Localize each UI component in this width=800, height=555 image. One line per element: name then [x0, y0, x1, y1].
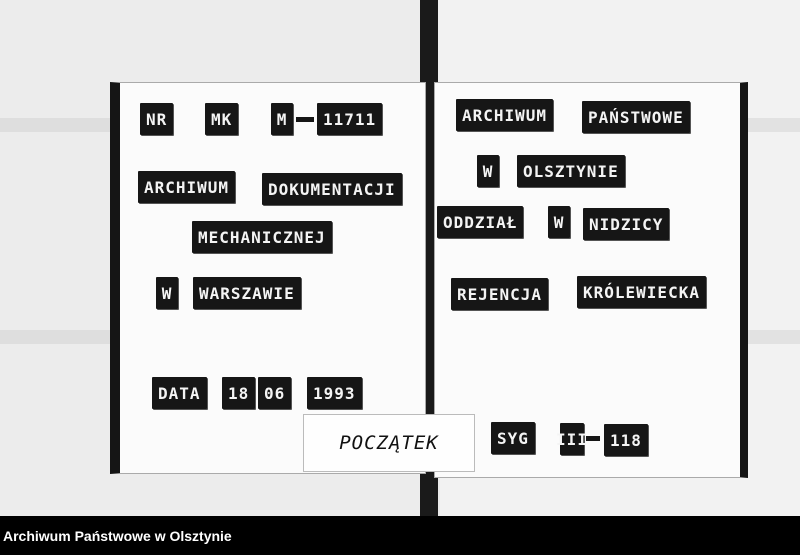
tile-mk: MK — [205, 103, 239, 135]
tile-archive: ARCHIWUM — [138, 171, 236, 203]
tile-sig-number: 118 — [604, 424, 648, 456]
footer-bar: Archiwum Państwowe w Olsztynie — [0, 516, 800, 555]
tile-nr: NR — [140, 103, 174, 135]
tile-w2: W — [548, 206, 570, 238]
tile-number: 11711 — [317, 103, 383, 135]
tile-year: 1993 — [307, 377, 362, 409]
tile-archive-right: ARCHIWUM — [456, 99, 554, 131]
tile-nidzica: NIDZICY — [583, 208, 670, 240]
scanned-image: NR MK M 11711 ARCHIWUM DOKUMENTACJI MECH… — [0, 0, 800, 516]
tile-regency: REJENCJA — [451, 278, 549, 310]
tile-city: WARSZAWIE — [193, 277, 301, 309]
tile-day: 18 — [222, 377, 256, 409]
tile-branch: ODDZIAŁ — [437, 206, 524, 238]
tile-m: M — [271, 103, 293, 135]
tile-syg: SYG — [491, 422, 535, 454]
tile-roman: III — [556, 423, 587, 455]
dash — [296, 117, 314, 122]
tile-month: 06 — [258, 377, 292, 409]
tile-date-label: DATA — [152, 377, 207, 409]
tile-w: W — [156, 277, 178, 309]
tile-olsztyn: OLSZTYNIE — [517, 155, 625, 187]
footer-text: Archiwum Państwowe w Olsztynie — [3, 527, 232, 544]
tile-mechanical: MECHANICZNEJ — [192, 221, 332, 253]
label-poczatek: POCZĄTEK — [303, 414, 475, 472]
dash — [586, 436, 600, 441]
tile-state: PAŃSTWOWE — [582, 101, 690, 133]
tile-documentation: DOKUMENTACJI — [262, 173, 402, 205]
tile-w1: W — [477, 155, 499, 187]
tile-koenigsberg: KRÓLEWIECKA — [577, 276, 706, 308]
